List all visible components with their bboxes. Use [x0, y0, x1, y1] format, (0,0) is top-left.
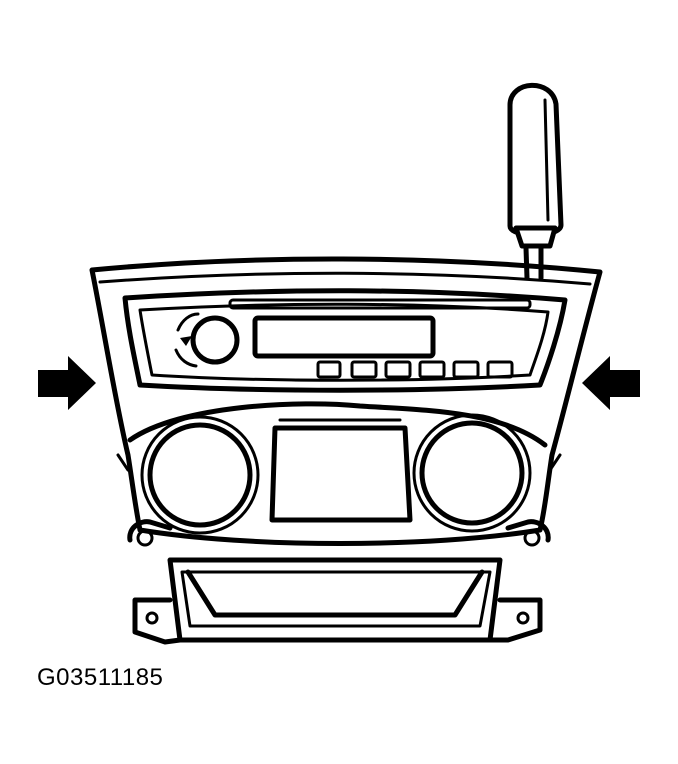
knob-icon: [174, 312, 240, 368]
left-vent: [147, 422, 253, 528]
storage-pocket: [132, 557, 543, 645]
display-window: [252, 315, 436, 359]
vent-panel: [127, 401, 548, 535]
arrow-left-push-icon: [582, 356, 640, 410]
radio-unit: [122, 288, 568, 393]
center-screen: [269, 425, 413, 523]
cd-slot: [228, 298, 532, 310]
dash-bezel: [89, 256, 603, 546]
screwdriver-icon: [507, 82, 564, 281]
right-vent: [419, 420, 525, 526]
mounting-tabs: [127, 519, 551, 547]
preset-buttons: [316, 360, 514, 379]
arrow-right-push-icon: [38, 356, 96, 410]
figure-id-code: G03511185: [37, 664, 164, 691]
